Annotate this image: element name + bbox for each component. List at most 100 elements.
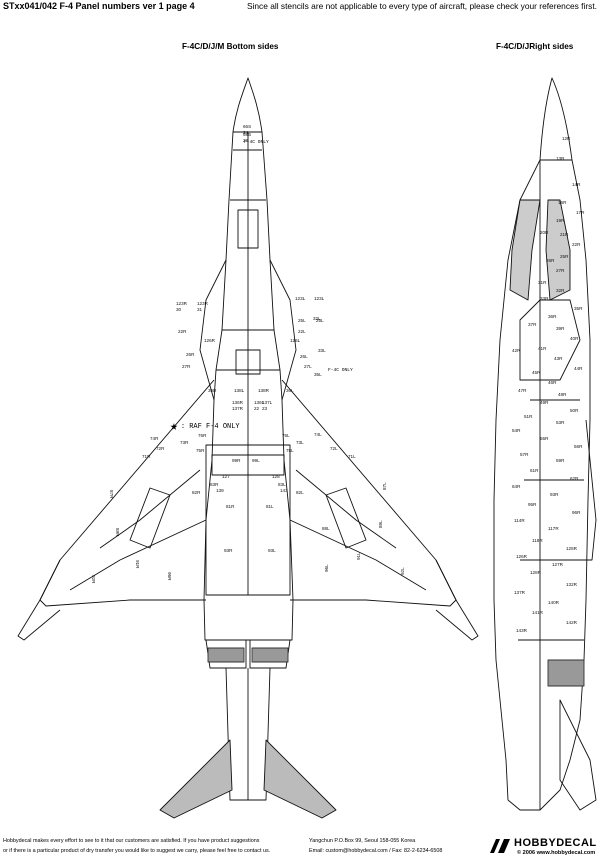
page-header: STxx041/042 F-4 Panel numbers ver 1 page… bbox=[0, 0, 600, 14]
bottom-panel-75r: 75R bbox=[196, 448, 205, 453]
bottom-panel-89l: 89L bbox=[378, 520, 383, 528]
side-panel-22r: 22R bbox=[572, 242, 581, 247]
bottom-panel-123r: 123R bbox=[176, 301, 188, 306]
bottom-panel-96l: 96L bbox=[324, 564, 329, 572]
bottom-panel-136l: 136L bbox=[254, 400, 265, 405]
bottom-panel-68s: 68S bbox=[243, 132, 251, 137]
bottom-panel-138l: 138L bbox=[234, 388, 245, 393]
raf-only-note: ★: RAF F-4 ONLY bbox=[170, 419, 240, 434]
bottom-panel-126r: 126R bbox=[204, 338, 216, 343]
side-panel-55r: 55R bbox=[540, 436, 549, 441]
side-panel-21r: 21R bbox=[560, 232, 569, 237]
side-panel-143r: 143R bbox=[516, 628, 528, 633]
bottom-panel-22r: 22R bbox=[178, 329, 187, 334]
bottom-panel-26l: 26L bbox=[300, 354, 308, 359]
bottom-panel-92r: 92R bbox=[91, 575, 96, 584]
star-icon: ★ bbox=[170, 419, 178, 434]
postal-address: Yangchun P.O.Box 99, Seoul 158-055 Korea bbox=[309, 838, 416, 844]
bottom-panel-92l: 92L bbox=[400, 567, 405, 575]
side-panel-48r: 48R bbox=[558, 392, 567, 397]
bottom-panel-25l: 25L bbox=[316, 318, 324, 323]
bottom-panel-74l: 74L bbox=[314, 432, 322, 437]
side-panel-117r: 117R bbox=[548, 526, 559, 531]
bottom-panel-123l: 123L bbox=[295, 296, 306, 301]
bottom-panel-123r: 123R bbox=[197, 301, 209, 306]
bottom-panel-99l: 99L bbox=[252, 458, 260, 463]
bottom-panel-76r: 76R bbox=[198, 433, 207, 438]
bottom-panel-93r: 93R bbox=[224, 548, 233, 553]
wing-f4c-only-note: F-4C ONLY bbox=[328, 368, 353, 373]
bottom-view-airframe bbox=[17, 77, 479, 819]
side-panel-43r: 43R bbox=[554, 356, 563, 361]
bottom-panel-91l: 91L bbox=[356, 552, 361, 560]
side-panel-44r: 44R bbox=[574, 366, 583, 371]
side-panel-64r: 64R bbox=[512, 484, 521, 489]
side-panel-118r: 118R bbox=[532, 538, 543, 543]
bottom-panel-81l: 81L bbox=[266, 504, 274, 509]
bottom-panel-73l: 73L bbox=[296, 440, 304, 445]
bottom-panel-31: 31 bbox=[197, 307, 203, 312]
bottom-panel-30: 30 bbox=[176, 307, 182, 312]
side-view-airframe bbox=[493, 77, 597, 811]
bottom-panel-71l: 71L bbox=[348, 454, 356, 459]
bottom-panel-127: 127 bbox=[222, 474, 230, 479]
side-panel-42r: 42R bbox=[512, 348, 521, 353]
hobbydecal-logo: HOBBYDECAL © 2006 www.hobbydecal.com bbox=[488, 835, 598, 859]
bottom-panel-36l: 36L bbox=[286, 388, 294, 393]
side-panel-142r: 142R bbox=[566, 620, 578, 625]
side-panel-31r: 31R bbox=[538, 280, 547, 285]
bottom-panel-72r: 72R bbox=[156, 446, 165, 451]
side-panel-51r: 51R bbox=[524, 414, 533, 419]
bottom-panel-138r: 138R bbox=[258, 388, 270, 393]
bottom-panel-91r: 91R bbox=[135, 560, 140, 569]
bottom-panel-29: 29 bbox=[243, 138, 249, 143]
side-panel-46r: 46R bbox=[548, 380, 557, 385]
bottom-panel-83r: 83R bbox=[210, 482, 219, 487]
nose-f4c-only-note: F-4C ONLY bbox=[244, 140, 269, 145]
bottom-panel-81r: 81R bbox=[226, 504, 235, 509]
bottom-panel-83l: 83L bbox=[278, 482, 286, 487]
bottom-panel-89r: 89R bbox=[115, 528, 120, 537]
side-panel-140r: 140R bbox=[548, 600, 560, 605]
side-panel-59r: 59R bbox=[556, 458, 565, 463]
side-panel-49r: 49R bbox=[540, 400, 549, 405]
bottom-panel-126l: 126L bbox=[290, 338, 301, 343]
bottom-panel-139: 139 bbox=[216, 488, 224, 493]
bottom-panel-23: 23 bbox=[262, 406, 268, 411]
side-panel-61r: 61R bbox=[530, 468, 539, 473]
bottom-panel-82l: 82L bbox=[296, 490, 304, 495]
side-panel-26r: 26R bbox=[546, 258, 555, 263]
side-panel-57r: 57R bbox=[520, 452, 529, 457]
side-panel-17r: 17R bbox=[576, 210, 585, 215]
bottom-panel-82r: 82R bbox=[192, 490, 201, 495]
bottom-panel-22: 22 bbox=[254, 406, 260, 411]
brand-name: HOBBYDECAL bbox=[514, 837, 597, 849]
bottom-panel-93l: 93L bbox=[268, 548, 276, 553]
side-panel-27r: 27R bbox=[556, 268, 565, 273]
bottom-panel-88l: 88L bbox=[322, 526, 330, 531]
side-panel-141r: 141R bbox=[532, 610, 544, 615]
contact-info: Email: custom@hobbydecal.com / Fax: 82-2… bbox=[309, 848, 443, 854]
side-panel-137r: 137R bbox=[514, 590, 526, 595]
side-panel-16r: 16R bbox=[558, 200, 567, 205]
side-panel-114r: 114R bbox=[514, 518, 525, 523]
side-panel-53r: 53R bbox=[556, 420, 565, 425]
bottom-panel-22l: 22L bbox=[298, 329, 306, 334]
bottom-panel-35l: 35L bbox=[314, 372, 322, 377]
bottom-panel-87l: 87L bbox=[382, 482, 387, 490]
side-panel-126r: 126R bbox=[516, 554, 528, 559]
side-panel-40r: 40R bbox=[570, 336, 579, 341]
side-panel-20r: 20R bbox=[540, 230, 549, 235]
bottom-panel-143: 143 bbox=[280, 488, 288, 493]
side-panel-14r: 14R bbox=[572, 182, 581, 187]
side-panel-125r: 125R bbox=[566, 546, 578, 551]
bottom-panel-99r: 99R bbox=[232, 458, 241, 463]
page-footer: Hobbydecal makes every effort to see to … bbox=[0, 834, 600, 861]
side-panel-33r: 33R bbox=[540, 296, 549, 301]
bottom-panel-27r: 27R bbox=[182, 364, 191, 369]
bottom-panel-66s: 66S bbox=[243, 124, 251, 129]
bottom-view-caption: F-4C/D/J/M Bottom sides bbox=[182, 42, 279, 51]
bottom-panel-74r: 74R bbox=[150, 436, 159, 441]
